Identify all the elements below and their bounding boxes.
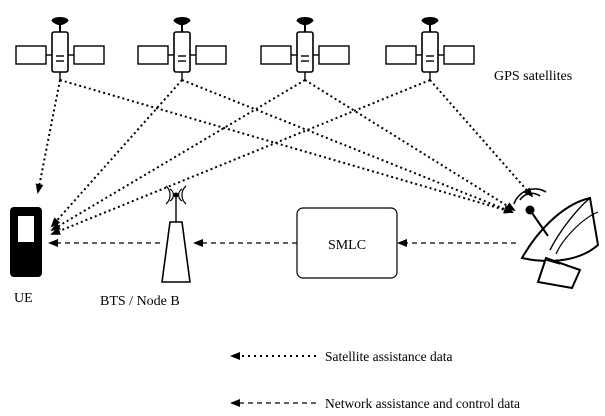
mobile-phone-icon [10, 207, 42, 277]
bts-label: BTS / Node B [100, 294, 180, 309]
smlc-label: SMLC [328, 238, 366, 253]
sat1-to-ue-line [35, 79, 61, 194]
sat3-to-ue-line [50, 79, 306, 232]
sat4-to-dish-line [429, 79, 534, 198]
sat3-to-dish-line [304, 79, 516, 212]
gps-satellites-label: GPS satellites [494, 69, 572, 84]
legend-network-label: Network assistance and control data [325, 396, 520, 411]
satellite-assistance-lines [35, 79, 534, 235]
satellite-icon [136, 15, 228, 82]
legend: Satellite assistance data Network assist… [230, 349, 520, 411]
sat2-to-dish-line [181, 79, 514, 213]
satellite-icon [384, 15, 476, 82]
sat2-to-ue-line [50, 79, 183, 228]
ue-label: UE [14, 291, 33, 306]
antenna-tower-icon [161, 185, 191, 283]
sat4-to-ue-line [50, 79, 431, 235]
legend-satellite-label: Satellite assistance data [325, 349, 452, 364]
satellite-icon [259, 15, 351, 82]
sat1-to-dish-line [59, 79, 514, 214]
satellite-dish-icon [513, 188, 600, 290]
satellite-icon [14, 15, 106, 82]
